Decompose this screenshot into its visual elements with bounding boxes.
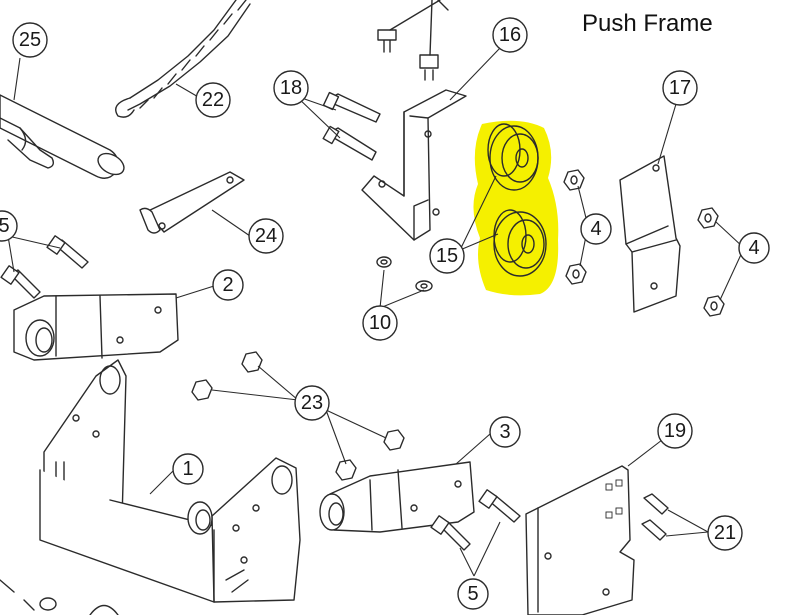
part-19-plate: [525, 465, 635, 615]
part-15-pulleys: [473, 120, 559, 296]
callout-label: 15: [436, 245, 458, 267]
part-4-nuts-right: [697, 207, 725, 317]
part-25-rod: [0, 94, 125, 179]
callout-25: 25: [12, 22, 48, 58]
part-18-bolts: [322, 91, 381, 161]
callout-18: 18: [273, 70, 309, 106]
part-22-spring: [115, 0, 251, 118]
callout-19: 19: [657, 413, 693, 449]
callout-23: 23: [294, 385, 330, 421]
callout-24: 24: [248, 218, 284, 254]
callout-4-right: 4: [738, 232, 770, 264]
callout-label: 3: [499, 421, 510, 443]
part-5-bolts-left: [0, 235, 89, 299]
callout-2: 2: [212, 269, 244, 301]
part-3-bracket: [319, 461, 475, 533]
callout-label: 18: [280, 77, 302, 99]
callout-label: 16: [499, 24, 521, 46]
part-5-bolts-bottom: [430, 489, 521, 551]
callout-4-middle: 4: [580, 213, 612, 245]
callout-label: 17: [669, 77, 691, 99]
callout-label: 4: [748, 237, 759, 259]
callout-17: 17: [662, 70, 698, 106]
callout-label: 2: [222, 274, 233, 296]
callout-5-left: 5: [0, 210, 18, 242]
callout-label: 5: [0, 215, 10, 237]
part-21-bolts: [641, 493, 669, 541]
callout-22: 22: [195, 82, 231, 118]
bolts-top: [377, 0, 449, 81]
part-4-nuts-middle: [563, 169, 587, 285]
fragments-bottom-left: [0, 579, 119, 615]
callout-label: 25: [19, 29, 41, 51]
part-17-plate: [619, 155, 681, 313]
callout-10: 10: [362, 305, 398, 341]
part-2-bracket: [13, 293, 179, 361]
callout-label: 19: [664, 420, 686, 442]
callout-21: 21: [707, 515, 743, 551]
callout-label: 10: [369, 312, 391, 334]
callout-label: 24: [255, 225, 277, 247]
part-24-strap: [139, 171, 245, 234]
part-1-frame: [39, 359, 301, 603]
callout-16: 16: [492, 17, 528, 53]
callout-label: 4: [590, 218, 601, 240]
callout-15: 15: [429, 238, 465, 274]
callout-label: 23: [301, 392, 323, 414]
callout-label: 22: [202, 89, 224, 111]
highlight-region: [473, 120, 559, 296]
callout-1: 1: [172, 453, 204, 485]
diagram-title: Push Frame: [582, 10, 713, 37]
callout-5-bottom: 5: [457, 578, 489, 610]
part-23-nuts: [191, 351, 405, 481]
callout-label: 21: [714, 522, 736, 544]
callout-label: 1: [182, 458, 193, 480]
part-10-washers: [376, 256, 433, 292]
callout-3: 3: [489, 416, 521, 448]
callout-label: 5: [467, 583, 478, 605]
